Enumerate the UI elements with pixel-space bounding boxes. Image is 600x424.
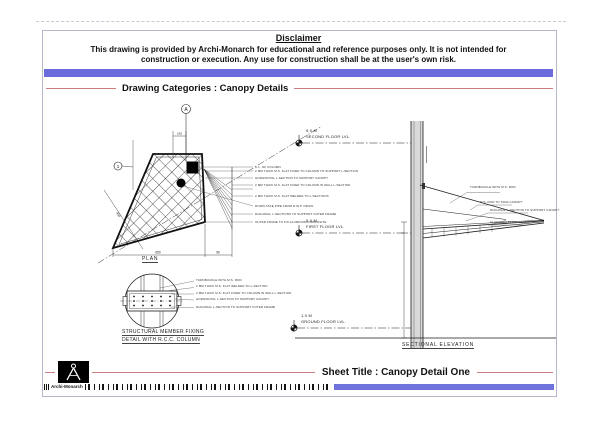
plan-annotation: 2 MM THICK M.S. FLAT FIXED TO COLUMN TO …: [255, 168, 359, 173]
level-elevation: 1.0 M: [301, 313, 313, 318]
brand-bars-icon: [44, 383, 49, 390]
canopy-plan-inner-frame: [118, 156, 203, 245]
dim-90: 90: [216, 251, 220, 255]
level-label: GROUND FLOOR LVL.: [301, 319, 347, 324]
section-wall-fill: [411, 121, 423, 348]
plan-annotation-leaders: [182, 166, 254, 223]
level-label: FIRST FLOOR LVL.: [306, 224, 345, 229]
tie-rod-secondary: [422, 208, 507, 220]
detail-caption: STRUCTURAL MEMBER FIXING DETAIL WITH R.C…: [122, 329, 205, 344]
blue-footer-bar: [333, 383, 554, 390]
disclaimer-line1: This drawing is provided by Archi-Monarc…: [90, 45, 507, 54]
section-caption: SECTIONAL ELEVATION: [402, 342, 475, 349]
category-header: Drawing Categories : Canopy Details: [46, 82, 553, 94]
section-annotation-leaders: [449, 192, 528, 226]
dim-450: 450: [115, 211, 121, 218]
detail-caption-line2: DETAIL WITH R.C.C. COLUMN: [122, 337, 201, 344]
plan-caption: PLAN: [142, 256, 159, 263]
plan-annotation: DIAGONAL L-SECTIONS TO SUPPORT OUTER FRA…: [255, 211, 337, 216]
detail-annotation: TURNBUCKLE WITH M.S. ROD: [196, 277, 242, 282]
column-square: [186, 161, 199, 174]
grid-bubble-1-leader: [121, 165, 134, 168]
plan-annotation: OUTER FRAME TO FIX ALUMINUM COMPOSITE: [255, 219, 327, 224]
section-canopy: [419, 183, 545, 239]
blue-divider-bar: [44, 69, 553, 77]
level-lines: [297, 142, 411, 329]
disclaimer-title: Disclaimer: [275, 33, 322, 43]
red-rule-footer-a: [45, 371, 55, 373]
level-label: SECOND FLOOR LVL.: [306, 134, 351, 139]
dim-650: 650: [155, 251, 161, 255]
plan-annotation: 2 MM THICK M.S. FLAT FIXED TO COLUMN IN …: [255, 182, 351, 187]
level-elevation: 9.0 M: [306, 128, 318, 133]
sectional-elevation: [290, 121, 556, 348]
red-rule-footer-c: [477, 371, 553, 373]
section-annotation: TURNBUCKLE WITH M.S. ROD: [470, 185, 516, 189]
grid-bubble-1-label: 1: [117, 164, 120, 169]
plan-fan-lines: [203, 168, 233, 229]
brand-name: Archi-Monarch: [51, 384, 83, 389]
rainwater-pipe-circle: [176, 178, 186, 188]
barcode-strip: [84, 383, 332, 390]
sheet-title: Sheet Title : Canopy Detail One: [321, 366, 470, 378]
perforation-line: [36, 21, 566, 22]
plan-dimensions: [103, 131, 233, 257]
detail-annotation: 2 MM THICK M.S. FLAT WELDED TO L-SECTION: [196, 284, 268, 288]
compass-icon: [66, 363, 81, 381]
grid-bubble-a-label: A: [184, 107, 188, 113]
red-rule-right: [294, 87, 553, 89]
level-elevation: 5.0 M: [306, 218, 318, 223]
detail-annotation: 2 MM THICK M.S. FLAT FIXED TO COLUMN IN …: [196, 290, 292, 295]
disclaimer-line2: construction or execution. Any use for c…: [141, 55, 456, 64]
section-annotation: M.S. ROD TO TAKE CANOPY: [480, 199, 523, 204]
plan-annotation: DOWN TAKE PIPE FROM R.W.P. DRAIN: [255, 203, 314, 208]
detail-annotation: HORIZONTAL L-SECTION TO SUPPORT CANOPY: [196, 297, 270, 301]
red-rule-footer-b: [92, 371, 315, 373]
section-annotation: ALUMINUM PANEL CLADDING: [490, 220, 535, 224]
fixing-detail: [120, 273, 195, 329]
plan-annotation: C.L. OF COLUMN: [255, 164, 281, 169]
red-rule-left: [46, 87, 116, 89]
detail-bolts: [133, 295, 171, 307]
detail-caption-line1: STRUCTURAL MEMBER FIXING: [122, 329, 205, 336]
tie-anchor-plate: [422, 183, 425, 189]
detail-annotation-leaders: [159, 280, 195, 308]
section-annotation: DIAGONAL L-SECTION TO SUPPORT CANOPY: [490, 207, 560, 212]
detail-annotation: DIAGONAL L-SECTION TO SUPPORT OUTER FRAM…: [196, 304, 276, 309]
category-label: Drawing Categories : Canopy Details: [122, 82, 289, 94]
dim-150: 150: [177, 132, 182, 136]
footer-title-row: Sheet Title : Canopy Detail One: [45, 360, 553, 384]
tie-rod: [419, 184, 545, 221]
section-dimensions: [401, 221, 407, 339]
plan-view: A 1: [97, 104, 323, 264]
plan-annotation: 2 MM THICK M.S. FLAT WELDED TO L-SECTION…: [255, 193, 329, 198]
plan-annotation: HORIZONTAL L-SECTION TO SUPPORT CANOPY: [255, 175, 329, 180]
archi-monarch-logo: [58, 361, 89, 383]
footer-brand-strip: Archi-Monarch: [44, 383, 554, 390]
